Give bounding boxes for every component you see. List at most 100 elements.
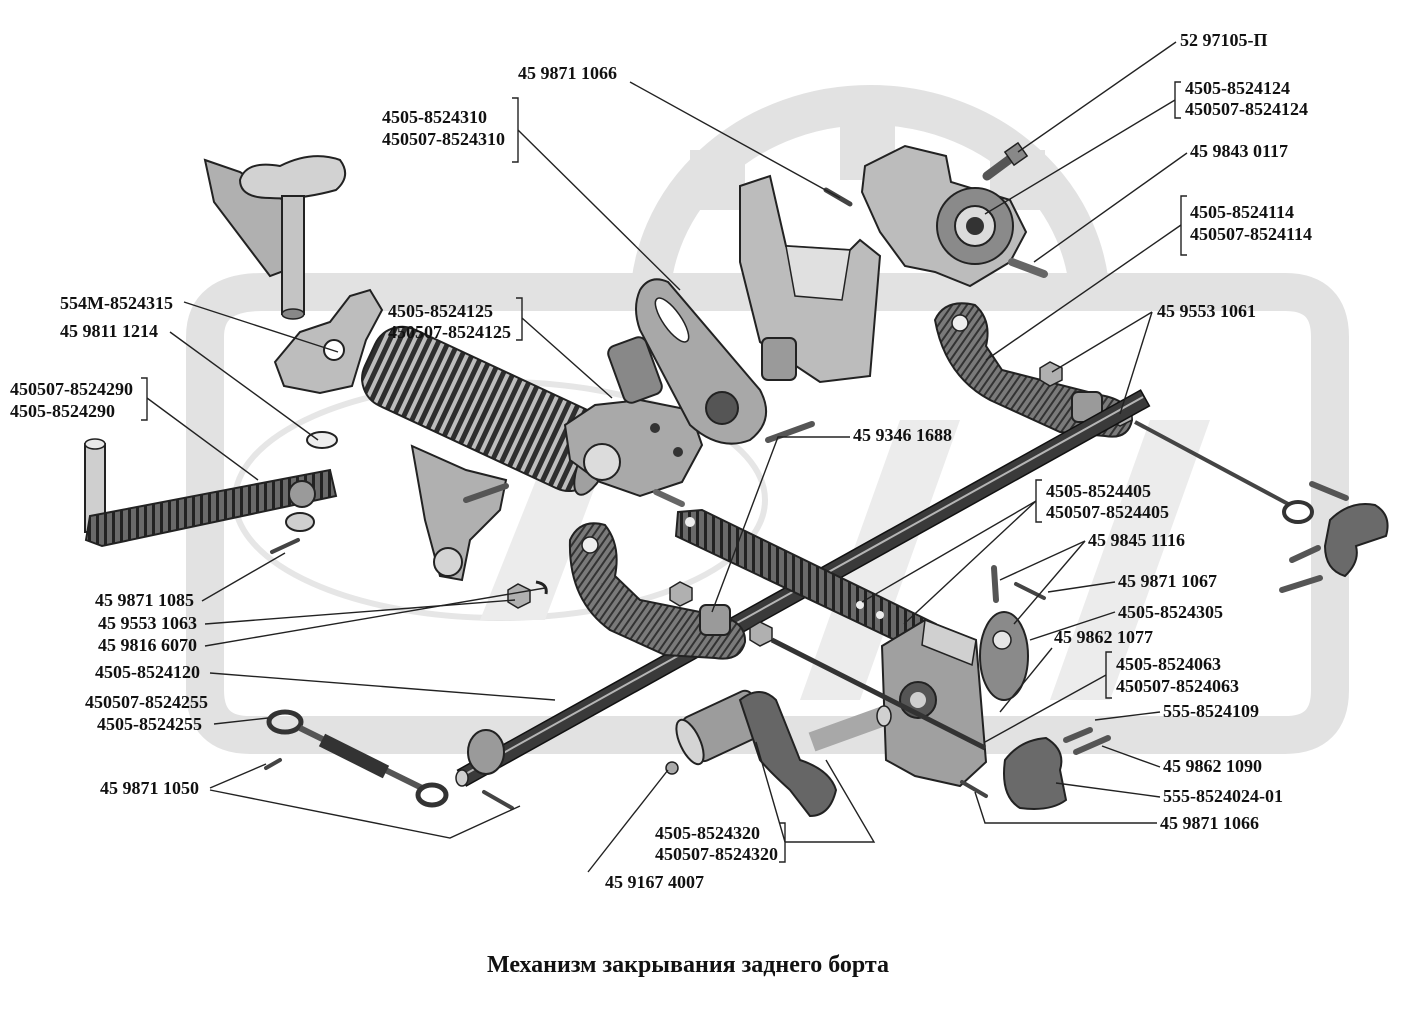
part-number-label: 450507-8524063 — [1116, 676, 1239, 696]
part-number-label: 45 9871 1050 — [100, 778, 199, 798]
cotter-pin — [960, 780, 988, 798]
leader-line — [984, 99, 1176, 215]
watermark-letter-stroke — [800, 420, 960, 700]
l-lever-nut — [285, 512, 315, 532]
part-number-label: 45 9553 1063 — [98, 613, 197, 633]
l-lever — [84, 438, 338, 548]
crank-shaft-end — [876, 705, 892, 727]
label-bracket — [512, 97, 519, 163]
part-number-label: 4505-8524305 — [1118, 602, 1223, 622]
leader-line — [984, 674, 1107, 743]
label-bracket — [516, 297, 523, 341]
pin-45-9843-0117 — [1008, 258, 1048, 278]
watermark-frame — [186, 273, 1349, 754]
link-clevis — [607, 336, 663, 404]
right-hook — [1323, 503, 1389, 578]
part-number-label: 450507-8524310 — [382, 129, 505, 149]
shaft-end — [455, 769, 469, 787]
link-plate-hole — [705, 391, 739, 425]
watermark-letter-stroke — [1050, 420, 1210, 700]
part-number-label: 45 9871 1067 — [1118, 571, 1217, 591]
pin-45-9845-1116 — [991, 565, 999, 603]
crank-shaft — [808, 706, 888, 752]
left-bracket-plate — [410, 444, 508, 582]
part-number-label: 4505-8524124 — [1185, 78, 1290, 98]
part-number-label: 450507-8524125 — [388, 322, 511, 342]
leader-line — [1047, 581, 1116, 593]
bolt-45-9346-1688 — [765, 421, 815, 443]
leader-line — [213, 717, 269, 725]
spring-end-bracket — [563, 398, 704, 498]
end-bracket-hole — [650, 423, 660, 433]
l-lever-arm — [84, 468, 338, 548]
lock-block-top-face — [921, 618, 977, 667]
label-bracket — [779, 822, 786, 863]
leader-line — [517, 129, 681, 291]
part-number-label: 45 9871 1085 — [95, 590, 194, 610]
link-plate-slot — [654, 297, 690, 343]
leader-line — [209, 789, 521, 839]
l-lever-pin-top — [84, 438, 106, 450]
part-number-label: 45 9845 1116 — [1088, 530, 1186, 550]
nut-45-9553-1061 — [1039, 361, 1063, 387]
label-bracket — [1174, 81, 1181, 119]
leader-lines — [141, 41, 1188, 873]
leader-line — [1094, 711, 1161, 721]
part-number-label: 45 9816 6070 — [98, 635, 197, 655]
detent-cam-hole — [992, 630, 1012, 650]
leader-line — [183, 301, 339, 353]
part-number-label: 450507-8524290 — [10, 379, 133, 399]
leader-line — [785, 759, 876, 843]
part-number-label: 4505-8524063 — [1116, 654, 1221, 674]
left-lever-boss — [699, 604, 731, 636]
leader-line — [201, 552, 286, 602]
hook-bolt — [1309, 481, 1349, 501]
lock-block — [880, 618, 988, 788]
spring-pin — [653, 489, 685, 507]
leader-line — [1029, 611, 1116, 641]
leader-line — [1017, 41, 1177, 153]
part-number-label: 45 9862 1090 — [1163, 756, 1262, 776]
latch-bracket-top-right — [860, 144, 1028, 288]
crank-arm — [738, 691, 838, 818]
part-number-label: 45 9346 1688 — [853, 425, 952, 445]
end-bracket-boss — [583, 443, 621, 481]
latch-hub-bore — [966, 217, 984, 235]
part-number-label: 4505-8524125 — [388, 301, 493, 321]
leader-line — [903, 500, 1037, 625]
hook-bolt — [1279, 575, 1323, 593]
hook-bolt — [1073, 735, 1111, 755]
flat-bar-hole — [856, 601, 864, 609]
part-number-label: 450507-8524124 — [1185, 99, 1308, 119]
lock-washer-45-9816-6070 — [535, 580, 548, 595]
leader-line — [1051, 311, 1153, 373]
flat-bar-hole — [876, 611, 884, 619]
leader-line — [974, 791, 1157, 824]
part-number-label: 4505-8524255 — [97, 714, 202, 734]
nut-45-9553-1063 — [507, 583, 531, 609]
part-number-label: 450507-8524114 — [1190, 224, 1313, 244]
l-lever-hub — [288, 480, 316, 508]
cotter-pin-45-9871-1085 — [270, 538, 300, 554]
part-number-label: 45 9843 0117 — [1190, 141, 1289, 161]
part-number-label: 52 97105-П — [1180, 30, 1268, 50]
leader-line — [755, 741, 786, 843]
lever-nut — [669, 581, 693, 607]
leader-line — [204, 599, 516, 625]
part-number-label: 554М-8524315 — [60, 293, 173, 313]
leader-line — [999, 540, 1086, 581]
part-number-label: 450507-8524405 — [1046, 502, 1169, 522]
part-number-label: 4505-8524114 — [1190, 202, 1295, 222]
handle-shaft — [281, 195, 305, 315]
part-number-label: 45 9167 4007 — [605, 872, 704, 892]
cotter-pin-45-9871-1067 — [1014, 582, 1046, 600]
turnbuckle-rod — [266, 709, 449, 808]
leader-line — [209, 672, 556, 701]
leader-line — [209, 763, 267, 789]
diagram-caption: Механизм закрывания заднего борта — [486, 952, 890, 978]
fork-bracket — [739, 174, 882, 384]
handle-knob — [238, 155, 347, 200]
part-number-label: 555-8524024-01 — [1163, 786, 1283, 806]
